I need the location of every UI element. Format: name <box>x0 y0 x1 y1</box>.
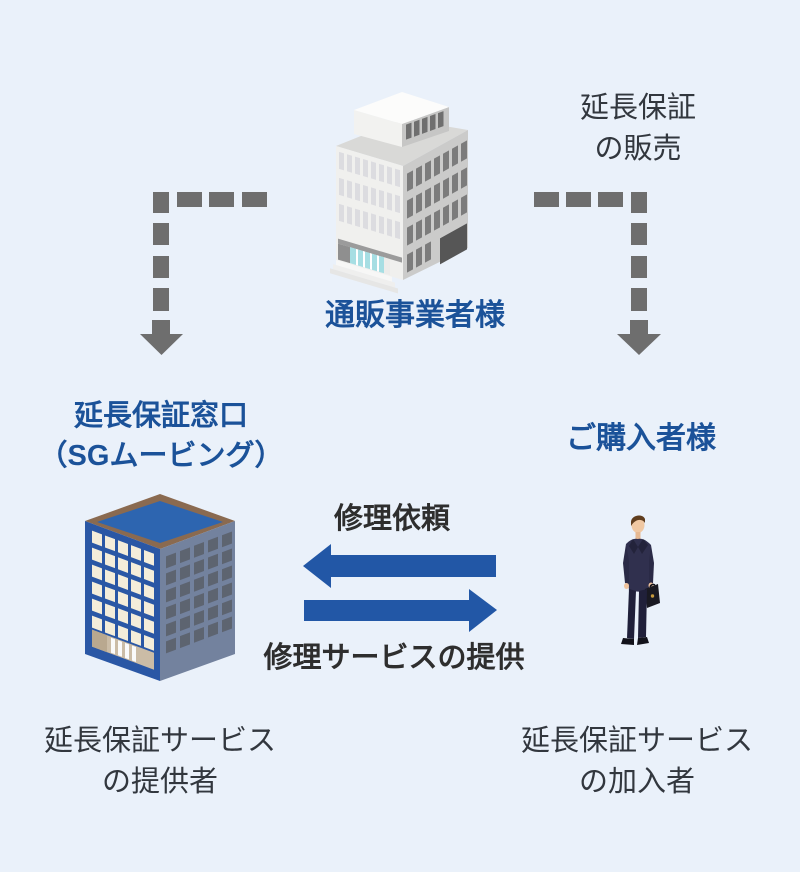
buyer-caption-line1: 延長保証サービス <box>520 725 753 757</box>
office-building-blue-icon <box>85 494 235 686</box>
dashed-arrow-right-icon <box>530 188 662 360</box>
sale-caption: 延長保証 の販売 <box>538 88 738 170</box>
office-building-gray-icon <box>330 90 470 294</box>
repair-request-label: 修理依頼 <box>333 503 450 535</box>
businessman-icon <box>616 513 662 659</box>
buyer-title: ご購入者様 <box>566 422 716 455</box>
provider-caption: 延長保証サービス の提供者 <box>35 721 285 803</box>
sale-caption-line1: 延長保証 <box>579 92 696 124</box>
buyer-caption-line2: の加入者 <box>578 766 695 798</box>
provider-caption-line1: 延長保証サービス <box>43 725 276 757</box>
buyer-caption: 延長保証サービス の加入者 <box>512 721 762 803</box>
provider-caption-line2: の提供者 <box>101 766 218 798</box>
provider-title-line2: （SGムービング） <box>38 440 284 472</box>
provider-title-line1: 延長保証窓口 <box>73 400 248 432</box>
sale-caption-line2: の販売 <box>594 133 682 165</box>
repair-flow-arrows-icon <box>300 540 500 635</box>
seller-label: 通販事業者様 <box>325 299 505 332</box>
dashed-arrow-left-icon <box>140 188 270 360</box>
repair-service-label: 修理サービスの提供 <box>263 642 525 674</box>
provider-title: 延長保証窓口 （SGムービング） <box>36 396 286 476</box>
